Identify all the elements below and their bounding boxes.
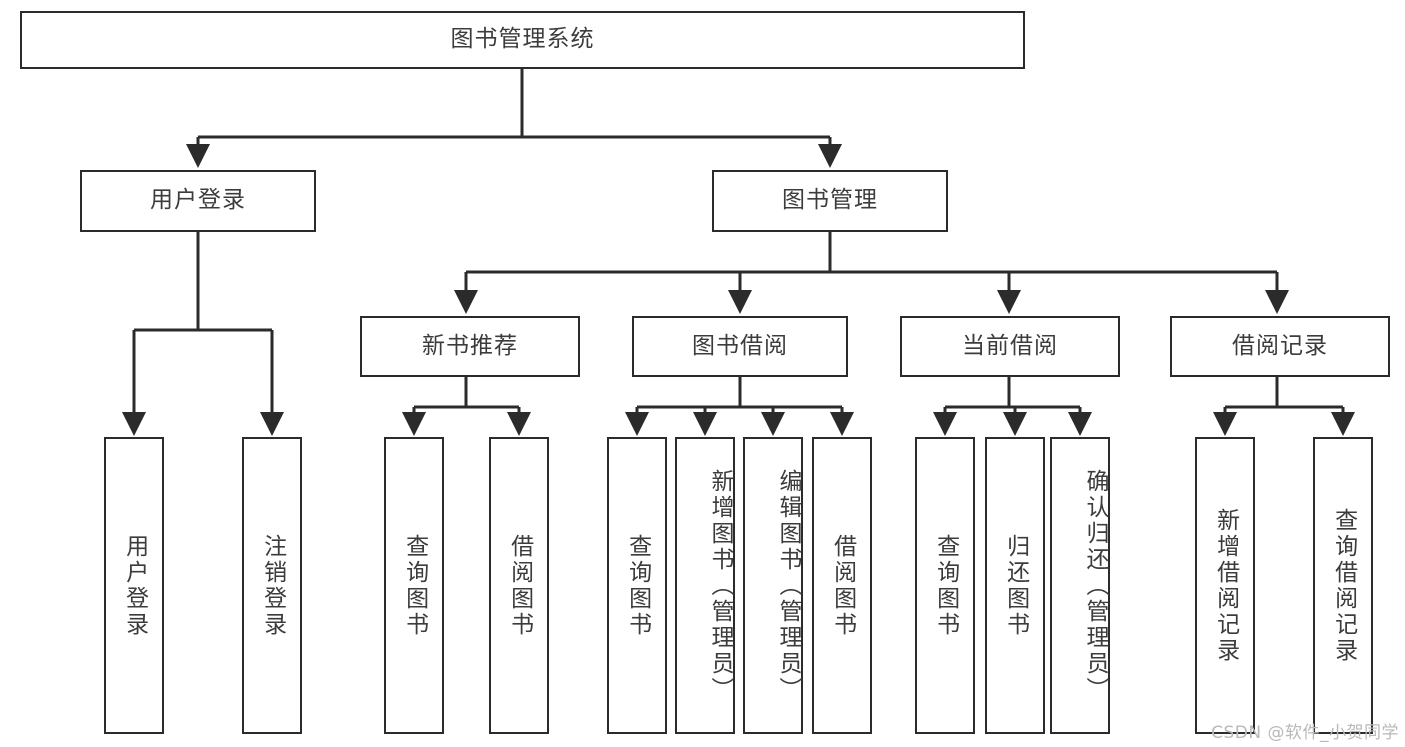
node-label: 查询图书 [932, 533, 959, 638]
node-new-book-recommend[interactable]: 新书推荐 [360, 316, 580, 377]
leaf-confirm-return[interactable]: 确认归还（管理员） [1050, 437, 1110, 734]
leaf-edit-book[interactable]: 编辑图书（管理员） [743, 437, 803, 734]
node-label: 图书管理系统 [450, 26, 595, 53]
node-label: 用户登录 [121, 533, 148, 638]
leaf-query-borrow-record[interactable]: 查询借阅记录 [1313, 437, 1373, 734]
node-book-borrow[interactable]: 图书借阅 [632, 316, 848, 377]
node-label: 确认归还（管理员） [1082, 468, 1108, 703]
node-label: 归还图书 [1002, 533, 1029, 638]
node-label: 新书推荐 [422, 332, 518, 359]
watermark: CSDN @软件_小贺同学 [1211, 723, 1399, 743]
leaf-return-book[interactable]: 归还图书 [985, 437, 1045, 734]
node-label: 新增图书（管理员） [707, 468, 733, 703]
node-label: 编辑图书（管理员） [775, 468, 801, 703]
leaf-user-login[interactable]: 用户登录 [104, 437, 164, 734]
node-label: 查询借阅记录 [1330, 507, 1357, 664]
leaf-logout-login[interactable]: 注销登录 [242, 437, 302, 734]
node-label: 借阅图书 [829, 533, 856, 638]
leaf-borrow-book-borrow[interactable]: 借阅图书 [812, 437, 872, 734]
node-label: 查询图书 [401, 533, 428, 638]
leaf-query-book-recommend[interactable]: 查询图书 [384, 437, 444, 734]
leaf-add-borrow-record[interactable]: 新增借阅记录 [1195, 437, 1255, 734]
node-root-book-management-system[interactable]: 图书管理系统 [20, 11, 1025, 69]
node-label: 当前借阅 [962, 332, 1058, 359]
node-book-management[interactable]: 图书管理 [712, 170, 948, 232]
node-label: 借阅图书 [506, 533, 533, 638]
node-label: 注销登录 [259, 533, 286, 638]
leaf-query-book-current[interactable]: 查询图书 [915, 437, 975, 734]
leaf-add-book[interactable]: 新增图书（管理员） [675, 437, 735, 734]
node-label: 新增借阅记录 [1212, 507, 1239, 664]
node-label: 图书借阅 [692, 332, 788, 359]
node-current-borrow[interactable]: 当前借阅 [900, 316, 1120, 377]
node-user-login[interactable]: 用户登录 [80, 170, 316, 232]
leaf-borrow-book-recommend[interactable]: 借阅图书 [489, 437, 549, 734]
leaf-query-book-borrow[interactable]: 查询图书 [607, 437, 667, 734]
node-label: 图书管理 [782, 187, 878, 214]
node-borrow-record[interactable]: 借阅记录 [1170, 316, 1390, 377]
node-label: 借阅记录 [1232, 332, 1328, 359]
node-label: 查询图书 [624, 533, 651, 638]
node-label: 用户登录 [150, 187, 246, 214]
